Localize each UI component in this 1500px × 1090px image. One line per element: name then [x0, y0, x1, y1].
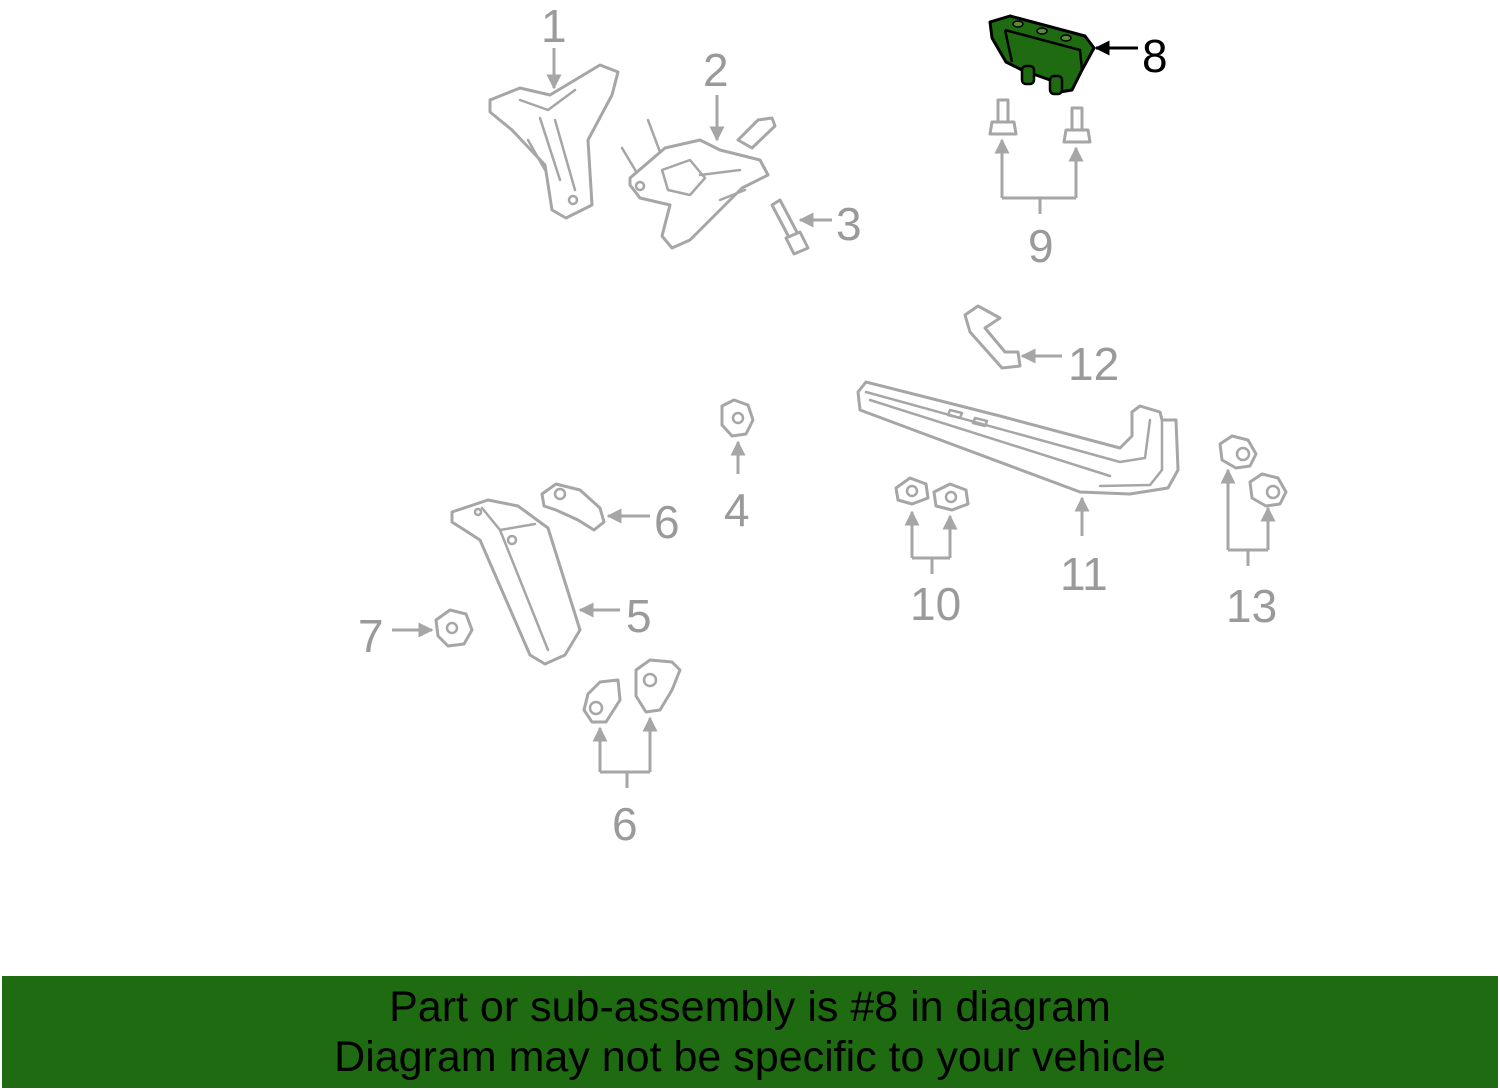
banner-line-1: Part or sub-assembly is #8 in diagram — [389, 983, 1111, 1031]
callout-7: 7 — [358, 610, 384, 662]
callout-4: 4 — [724, 484, 750, 536]
callout-13: 13 — [1226, 580, 1277, 632]
part-6-clip-upper — [540, 482, 650, 532]
part-2-mount — [620, 95, 777, 250]
part-4-nut — [720, 398, 755, 474]
part-12-link — [963, 304, 1062, 370]
callout-12: 12 — [1068, 338, 1119, 390]
callout-1: 1 — [541, 0, 567, 52]
part-1-bracket — [488, 48, 620, 220]
callout-5: 5 — [626, 590, 652, 642]
part-10-nuts — [894, 476, 970, 574]
part-6-clips-lower — [582, 658, 682, 788]
callout-6-upper: 6 — [654, 496, 680, 548]
callout-10: 10 — [910, 578, 961, 630]
callout-6-lower: 6 — [612, 798, 638, 850]
banner-line-2: Diagram may not be specific to your vehi… — [334, 1033, 1166, 1081]
part-7-nut — [392, 608, 474, 648]
callout-3: 3 — [836, 198, 862, 250]
part-3-bolt — [770, 198, 832, 256]
part-9-bolts — [988, 98, 1092, 214]
callout-11: 11 — [1060, 548, 1108, 600]
part-13-bushings — [1218, 434, 1288, 566]
parts-diagram: 1 2 3 8 9 — [358, 0, 1288, 850]
callout-8: 8 — [1142, 30, 1168, 82]
part-11-crossmember — [856, 380, 1180, 536]
info-banner: Part or sub-assembly is #8 in diagram Di… — [2, 976, 1498, 1088]
callout-2: 2 — [703, 44, 729, 96]
part-5-bracket — [450, 498, 620, 666]
callout-9: 9 — [1028, 220, 1054, 272]
part-8-insulator-highlighted — [988, 14, 1138, 96]
